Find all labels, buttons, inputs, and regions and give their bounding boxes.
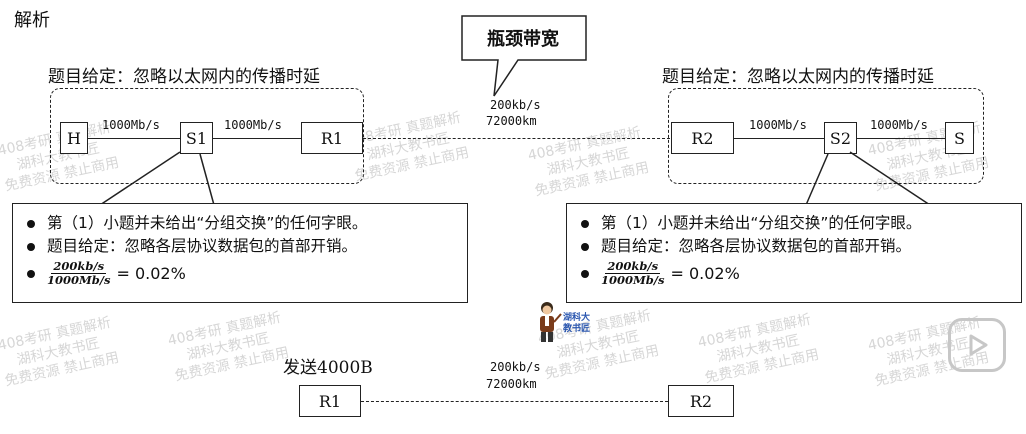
host-s[interactable]: S	[945, 122, 974, 154]
teacher-mascot-icon	[540, 302, 562, 342]
note-left: 题目给定：忽略以太网内的传播时延	[48, 67, 320, 87]
bullet-icon	[581, 269, 589, 278]
bullet-icon	[27, 242, 35, 251]
bottleneck-bandwidth-label: 瓶颈带宽	[487, 29, 559, 50]
formula-result: = 0.02%	[670, 264, 740, 283]
callout-right: 第（1）小题并未给出“分组交换”的任何字眼。 题目给定：忽略各层协议数据包的首部…	[566, 203, 1022, 303]
play-icon[interactable]	[948, 318, 1006, 372]
link-speed-label: 1000Mb/s	[224, 118, 282, 132]
callout-line: 题目给定：忽略各层协议数据包的首部开销。	[27, 235, 457, 258]
router-r2-bottom[interactable]: R2	[668, 385, 734, 417]
switch-s2[interactable]: S2	[824, 122, 857, 154]
page-title: 解析	[14, 10, 50, 31]
host-h[interactable]: H	[60, 122, 88, 154]
callout-line: 第（1）小题并未给出“分组交换”的任何字眼。	[581, 212, 1011, 235]
callout-left: 第（1）小题并未给出“分组交换”的任何字眼。 题目给定：忽略各层协议数据包的首部…	[12, 203, 468, 303]
bullet-icon	[27, 219, 35, 228]
link-s1-r1	[213, 138, 301, 139]
wan-rate-label: 200kb/s	[490, 360, 541, 374]
mascot-label: 湖科大教书匠	[563, 313, 591, 334]
wan-rate-label: 200kb/s	[490, 98, 541, 112]
bullet-icon	[27, 269, 35, 278]
link-r2-s2	[734, 138, 824, 139]
link-h-s1	[88, 138, 180, 139]
link-speed-label: 1000Mb/s	[870, 118, 928, 132]
link-s2-s	[857, 138, 945, 139]
router-r1-bottom[interactable]: R1	[299, 385, 361, 417]
bubble-shape	[461, 15, 587, 97]
wan-link	[363, 138, 670, 139]
left-lan-group	[50, 88, 364, 184]
router-r1[interactable]: R1	[301, 122, 363, 154]
callout-line: 题目给定：忽略各层协议数据包的首部开销。	[581, 235, 1011, 258]
wan-link-bottom	[361, 401, 668, 402]
right-lan-group	[668, 88, 984, 184]
router-r2[interactable]: R2	[671, 122, 734, 154]
switch-s1[interactable]: S1	[180, 122, 213, 154]
bullet-icon	[581, 242, 589, 251]
bullet-icon	[581, 219, 589, 228]
send-label: 发送4000B	[283, 358, 373, 378]
note-right: 题目给定：忽略以太网内的传播时延	[662, 67, 934, 87]
formula-result: = 0.02%	[116, 264, 186, 283]
link-speed-label: 1000Mb/s	[749, 118, 807, 132]
wan-distance-label: 72000km	[486, 114, 537, 128]
link-speed-label: 1000Mb/s	[102, 118, 160, 132]
callout-line: 第（1）小题并未给出“分组交换”的任何字眼。	[27, 212, 457, 235]
wan-distance-label: 72000km	[486, 377, 537, 391]
